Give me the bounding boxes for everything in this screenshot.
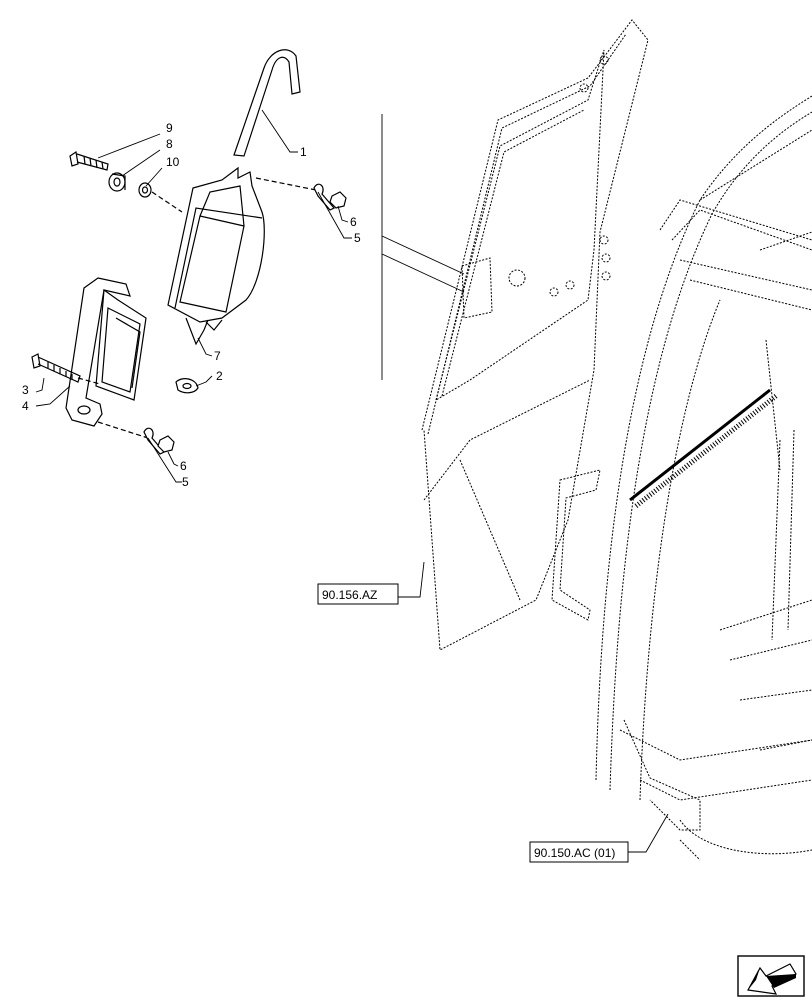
lower-bracket-part bbox=[65, 277, 147, 427]
screw-part bbox=[69, 150, 109, 171]
callout-6a: 6 bbox=[350, 215, 357, 229]
alignment-line bbox=[255, 177, 317, 191]
hook-part bbox=[233, 49, 301, 157]
callout-8: 8 bbox=[166, 137, 173, 151]
alignment-line bbox=[97, 421, 149, 439]
callout-4: 4 bbox=[22, 399, 29, 413]
callout-5b: 5 bbox=[182, 475, 189, 489]
clip-nut-upper bbox=[313, 183, 347, 211]
callout-1: 1 bbox=[300, 145, 307, 159]
callout-9: 9 bbox=[166, 121, 173, 135]
callouts: 1 2 3 4 5 6 5 6 7 8 9 10 bbox=[22, 121, 361, 489]
callout-2: 2 bbox=[216, 369, 223, 383]
ref-label-cab: 90.150.AC (01) bbox=[534, 846, 615, 860]
clip-nut-lower bbox=[143, 427, 175, 455]
callout-3: 3 bbox=[22, 383, 29, 397]
reference-leaders bbox=[381, 114, 669, 853]
exploded-assembly bbox=[31, 49, 347, 455]
ref-label-door: 90.156.AZ bbox=[322, 588, 377, 602]
callout-5a: 5 bbox=[354, 231, 361, 245]
alignment-line bbox=[77, 377, 101, 385]
ref-box-cab[interactable]: 90.150.AC (01) bbox=[529, 841, 629, 863]
bolt-part bbox=[31, 353, 81, 383]
cab-drawing bbox=[421, 19, 812, 861]
leader-lines bbox=[35, 109, 352, 483]
washer-part bbox=[138, 182, 152, 198]
plate-part bbox=[175, 378, 199, 394]
callout-6b: 6 bbox=[180, 459, 187, 473]
callout-7: 7 bbox=[214, 349, 221, 363]
spacer-part bbox=[108, 172, 126, 192]
ref-box-door[interactable]: 90.156.AZ bbox=[317, 583, 399, 605]
upper-holder-part bbox=[167, 166, 265, 346]
alignment-line bbox=[151, 191, 183, 213]
arrow-back-icon[interactable] bbox=[737, 955, 805, 997]
callout-10: 10 bbox=[166, 155, 180, 169]
